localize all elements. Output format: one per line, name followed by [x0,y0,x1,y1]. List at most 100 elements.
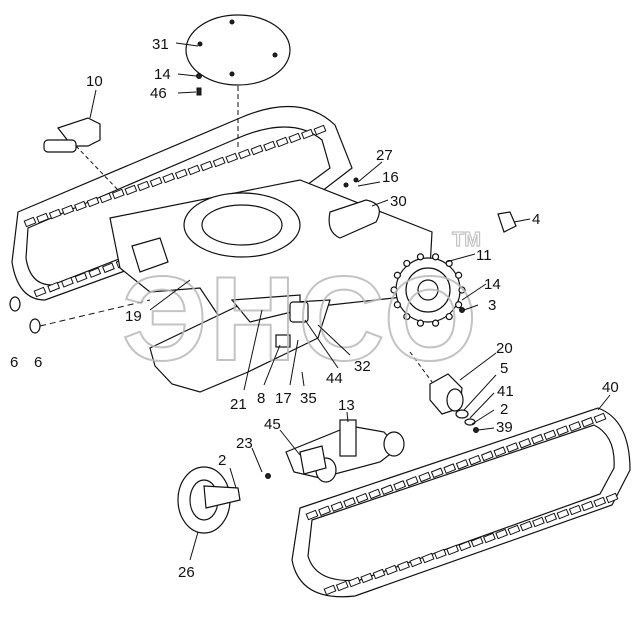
track-pad [397,560,410,572]
track-pad [86,196,100,208]
track-pad [102,262,115,274]
track-pad [323,584,337,596]
callout-44: 44 [326,370,343,387]
track-pad [99,192,113,204]
sprocket-tooth [416,253,425,261]
track-pad [519,520,533,532]
callout-30: 30 [390,193,407,210]
callout-27: 27 [376,147,393,164]
track-pad [409,556,423,568]
callout-5: 5 [500,360,508,377]
track-pad [225,152,239,164]
track-pad [288,132,302,144]
callout-11: 11 [476,247,492,264]
watermark: ЭНСО TM [121,228,481,387]
track-pad [505,442,519,453]
track-pad [544,512,558,524]
track-pad [61,204,75,216]
track-pad [355,492,369,504]
track-pad [507,524,521,536]
track-pad [530,433,544,445]
track-pad [443,463,457,474]
track-pad [556,508,570,520]
track-pad [470,536,484,548]
sprocket-tooth [416,319,425,327]
track-pad [360,572,374,584]
track-pad [305,509,319,521]
track-pad [468,454,482,466]
track-pad [212,156,226,168]
callout-10: 10 [86,73,103,90]
sprocket-tooth [455,301,463,309]
track-pad [455,459,469,470]
callout-14-top: 14 [154,66,171,83]
sprocket-tooth [431,319,440,327]
frame-plate [275,334,291,348]
front-idler [177,466,241,534]
track-pad [421,552,435,564]
track-pad [124,184,138,196]
callout-45: 45 [264,416,281,433]
callout-32: 32 [354,358,371,375]
sprocket-tooth [431,253,440,261]
track-pad [36,212,50,224]
sprocket-tooth [455,271,463,279]
callout-23: 23 [236,435,253,452]
sprocket-tooth [445,312,453,321]
track-pad [532,516,545,528]
callout-17: 17 [275,390,292,407]
track-pad [433,548,447,560]
tension-bracket [43,117,119,191]
track-pad [137,180,150,192]
track-pad [581,500,594,512]
callout-2-right: 2 [500,401,508,418]
track-pad [480,450,494,462]
pad-left [9,296,21,312]
callout-21: 21 [230,396,247,413]
track-pad [405,475,419,487]
track-pad [593,412,607,424]
track-pad [495,528,509,540]
lower-rubber-track [291,407,631,598]
track-pad [556,425,569,436]
track-pad [162,172,176,184]
leader-lines [89,42,611,561]
track-pad [33,286,47,298]
track-pad [48,208,62,220]
callout-8: 8 [257,390,265,407]
track-pad [330,501,344,512]
track-pad [74,272,88,283]
track-pad [335,580,349,592]
track-pad [380,484,394,496]
washer [196,73,202,79]
track-pad [482,532,496,544]
track-pad [174,168,188,180]
callout-13: 13 [338,397,355,414]
track-pad [393,480,407,491]
sprocket-tooth [403,259,411,268]
callout-6-right: 6 [34,354,42,371]
callout-14-right: 14 [484,276,501,293]
track-pad [372,568,386,580]
sprocket-tooth [393,301,401,309]
track-pad [111,188,125,200]
track-pad [300,128,314,140]
callout-19: 19 [125,308,142,325]
track-pad [275,136,289,148]
track-pad [313,124,327,136]
track-pad [237,148,251,160]
callout-39: 39 [496,419,513,436]
callout-labels: 31 14 46 10 27 16 30 4 11 14 3 19 6 6 32… [10,36,619,581]
track-pad [446,544,460,556]
track-pad [348,576,361,588]
track-pad [368,488,382,500]
track-pad [187,164,201,176]
sprocket-tooth [393,271,401,279]
track-pad [581,416,594,428]
svg-text:ЭНСО: ЭНСО [122,252,479,386]
sprocket-tooth [390,286,398,294]
track-pad [250,144,264,156]
pad-right [29,318,41,334]
callout-40: 40 [602,379,619,396]
